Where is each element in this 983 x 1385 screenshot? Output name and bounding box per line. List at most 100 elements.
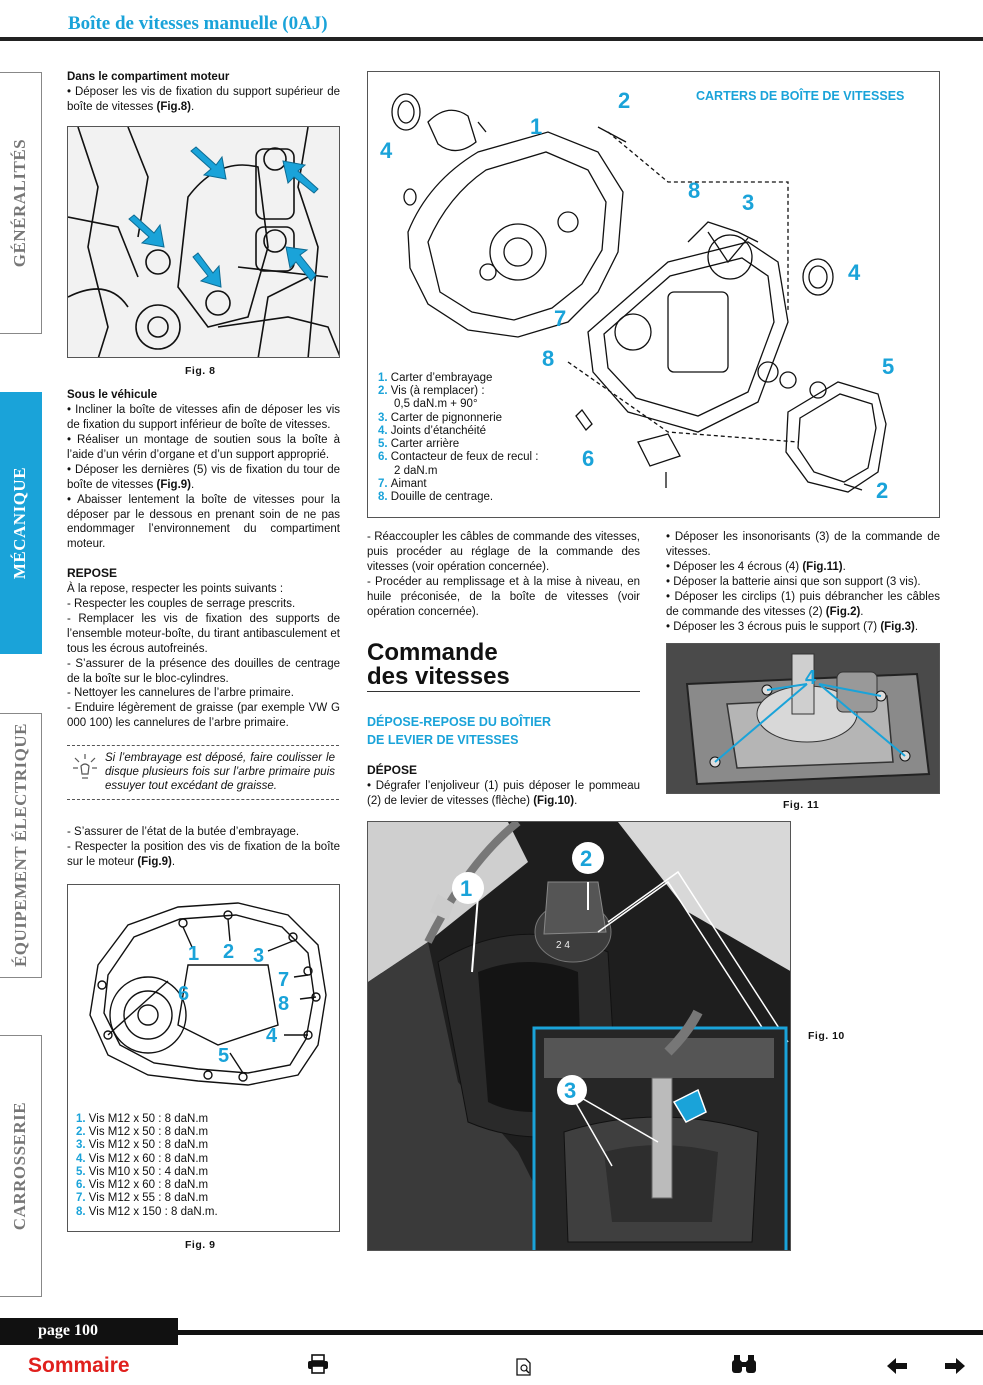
carters-legend-item: 8. Douille de centrage. <box>378 491 538 504</box>
paragraph-veh-2: • Réaliser un montage de soutien sous la… <box>67 433 340 461</box>
carters-legend-number: 3. <box>378 411 391 424</box>
bullet-insonorisants: • Déposer les insonorisants (3) de la co… <box>666 531 940 558</box>
tab-equipement-electrique[interactable]: ÉQUIPEMENT ÉLECTRIQUE <box>0 713 42 978</box>
fig9-label-3: 3 <box>253 945 265 967</box>
carters-legend-item: 1. Carter d’embrayage <box>378 372 538 385</box>
heading-under-vehicle: Sous le véhicule <box>67 389 158 401</box>
carters-label-1: 1 <box>530 114 542 139</box>
fig8-image <box>67 126 340 358</box>
clutch-section: - S’assurer de l’état de la butée d’embr… <box>67 825 340 870</box>
fig9-legend-number: 8. <box>76 1205 89 1218</box>
fig9-legend-text: Vis M12 x 50 : 8 daN.m <box>88 1139 209 1152</box>
paragraph-rep-5: - Nettoyer les cannelures de l’arbre pri… <box>67 687 294 700</box>
paragraph-rep-3: - Remplacer les vis de fixation des supp… <box>67 612 340 655</box>
fig9-legend-number: 7. <box>76 1192 89 1205</box>
fig9-box: 1 2 3 7 6 8 4 5 1. Vis M12 x 50 : 8 daN.… <box>67 884 340 1232</box>
arrow-left-icon[interactable] <box>886 1357 908 1375</box>
fig10-label-2: 2 <box>580 846 592 871</box>
document-icon[interactable] <box>516 1358 532 1376</box>
paragraph-reaccoupler: - Réaccoupler les câbles de commande des… <box>367 531 640 573</box>
paragraph-butee: - S’assurer de l’état de la butée d’embr… <box>67 826 300 838</box>
fig11-label-4: 4 <box>805 667 817 689</box>
bullet-support: • Déposer les 3 écrous puis le support (… <box>666 620 919 633</box>
printer-icon[interactable] <box>307 1354 329 1374</box>
fig9-drawing <box>89 902 327 1086</box>
fig9-legend-item: 5. Vis M10 x 50 : 4 daN.m <box>76 1166 218 1179</box>
page-header-title: Boîte de vitesses manuelle (0AJ) <box>68 13 328 34</box>
heading-repose: REPOSE <box>67 566 118 581</box>
fig9-legend-item: 3. Vis M12 x 50 : 8 daN.m <box>76 1139 218 1152</box>
carters-legend-item: 5. Carter arrière <box>378 438 538 451</box>
binoculars-icon[interactable] <box>731 1354 757 1374</box>
col3-bullets: • Déposer les insonorisants (3) de la co… <box>666 530 940 635</box>
fig9-legend-text: Vis M12 x 50 : 8 daN.m <box>88 1126 209 1139</box>
carters-legend-number: 2. <box>378 385 391 398</box>
fig9-legend-text: Vis M12 x 150 : 8 daN.m. <box>88 1205 218 1218</box>
fig9-legend-number: 5. <box>76 1165 89 1178</box>
carters-label-2a: 2 <box>618 88 630 113</box>
carters-exploded-drawing: 2 1 4 8 3 4 7 8 5 6 2 <box>380 88 894 503</box>
fig9-label-5: 5 <box>218 1045 230 1067</box>
fig9-legend-item: 1. Vis M12 x 50 : 8 daN.m <box>76 1113 218 1126</box>
bullet-ecrous: • Déposer les 4 écrous (4) (Fig.11). <box>666 560 846 573</box>
carters-legend-number: 8. <box>378 490 391 503</box>
fig9-caption: Fig. 9 <box>185 1239 216 1251</box>
arrow-right-icon[interactable] <box>944 1357 966 1375</box>
fig9-legend-number: 1. <box>76 1113 89 1125</box>
fig9-legend-text: Vis M10 x 50 : 4 daN.m <box>88 1165 209 1178</box>
fig9-legend-number: 2. <box>76 1126 89 1139</box>
carters-legend-text: Aimant <box>390 477 427 490</box>
fig10-label-3: 3 <box>564 1078 576 1103</box>
vehicle-section: Sous le véhicule • Incliner la boîte de … <box>67 388 340 731</box>
fig9-label-4: 4 <box>266 1025 278 1047</box>
carters-legend-continuation: 2 daN.m <box>394 464 438 477</box>
fig9-legend-number: 4. <box>76 1152 89 1165</box>
tab-mecanique[interactable]: MÉCANIQUE <box>0 392 42 654</box>
lightbulb-icon <box>73 754 97 779</box>
tab-carrosserie[interactable]: CARROSSERIE <box>0 1035 42 1297</box>
fig9-legend-text: Vis M12 x 55 : 8 daN.m <box>88 1192 209 1205</box>
carters-legend-item: 3. Carter de pignonnerie <box>378 412 538 425</box>
carters-legend-text: Vis (à remplacer) : <box>390 385 485 398</box>
fig9-label-6: 6 <box>178 983 190 1005</box>
paragraph-remplissage: - Procéder au remplissage et à la mise à… <box>367 575 640 618</box>
fig9-legend-number: 3. <box>76 1139 89 1152</box>
carters-label-4b: 4 <box>848 260 861 285</box>
reassembly-section: - Réaccoupler les câbles de commande des… <box>367 530 640 620</box>
fig9-legend-item: 7. Vis M12 x 55 : 8 daN.m <box>76 1192 218 1205</box>
header-rule <box>0 37 983 41</box>
heading-engine-compartment: Dans le compartiment moteur <box>67 71 230 83</box>
carters-legend-text: Douille de centrage. <box>390 490 494 503</box>
sommaire-link[interactable]: Sommaire <box>28 1354 130 1377</box>
fig8-arrow-2 <box>282 160 319 194</box>
fig10-caption: Fig. 10 <box>808 1030 845 1042</box>
carters-label-2b: 2 <box>876 478 888 503</box>
bullet-batterie: • Déposer la batterie ainsi que son supp… <box>666 575 921 588</box>
fig10-photo: 2 4 1 2 3 <box>367 821 791 1251</box>
paragraph-rep-4: - S’assurer de la présence des douilles … <box>67 657 340 685</box>
fig9-legend-number: 6. <box>76 1179 89 1192</box>
paragraph-rep-6: - Enduire légèrement de graisse (par exe… <box>67 702 340 730</box>
fig11-caption: Fig. 11 <box>783 799 820 811</box>
fig8-arrow-4 <box>192 252 222 288</box>
fig11-photo: 4 <box>666 643 940 794</box>
fig11-drawing: 4 <box>667 644 939 793</box>
tab-generalites[interactable]: GÉNÉRALITÉS <box>0 72 42 334</box>
carters-legend-number: 7. <box>378 477 391 490</box>
paragraph-engine: • Déposer les vis de fixation du support… <box>67 85 340 113</box>
fig10-label-1: 1 <box>460 876 472 901</box>
depose-section: DÉPOSE • Dégrafer l’enjoliveur (1) puis … <box>367 763 640 808</box>
section-title-commande: Commande des vitesses <box>367 641 640 692</box>
fig9-label-7: 7 <box>278 969 290 991</box>
carters-legend-text: Carter de pignonnerie <box>390 411 503 424</box>
paragraph-veh-1: • Incliner la boîte de vitesses afin de … <box>67 403 340 431</box>
carters-legend-number: 5. <box>378 438 391 451</box>
fig9-legend-item: 8. Vis M12 x 150 : 8 daN.m. <box>76 1206 218 1219</box>
carters-legend-text: Carter d’embrayage <box>390 372 493 384</box>
carters-legend-continuation: 0,5 daN.m + 90° <box>394 398 478 411</box>
paragraph-veh-4: • Abaisser lentement la boîte de vitesse… <box>67 493 340 551</box>
carters-legend-item: 4. Joints d’étanchéité <box>378 425 538 438</box>
carters-label-6: 6 <box>582 446 594 471</box>
